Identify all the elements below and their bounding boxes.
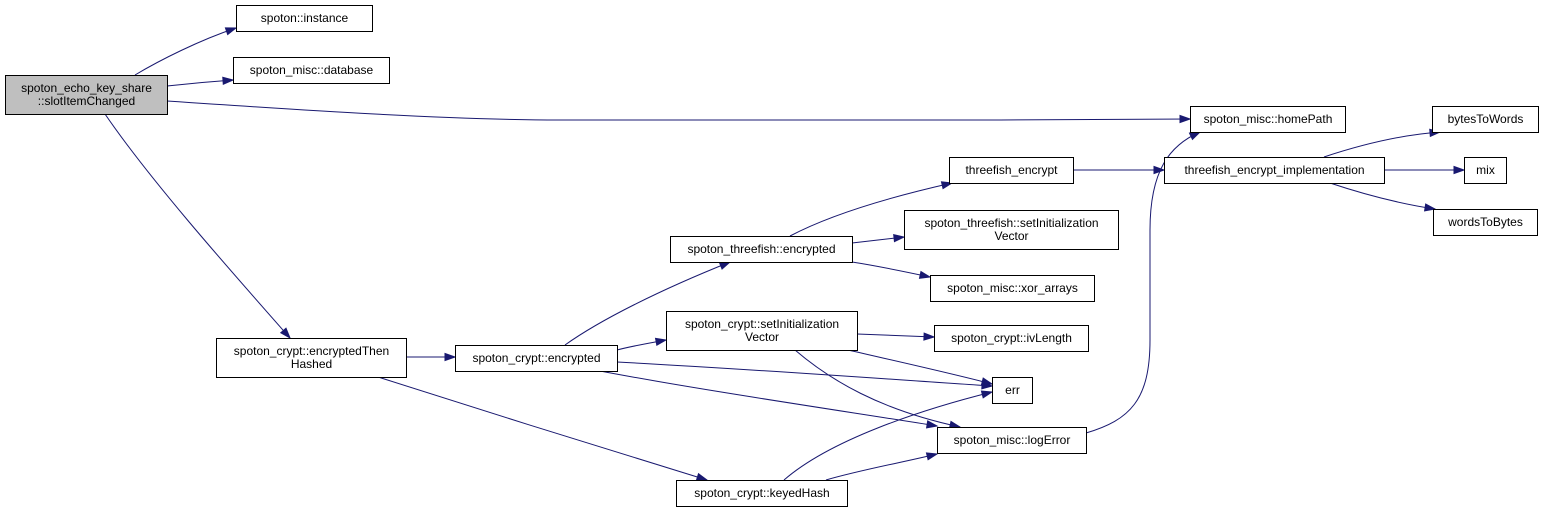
node-crypt_encrypted[interactable]: spoton_crypt::encrypted	[455, 345, 618, 372]
node-box-tf_impl[interactable]	[1164, 157, 1385, 184]
node-label-err-line-1: err	[1005, 383, 1020, 397]
node-box-encryptedThenHashed[interactable]	[216, 338, 407, 378]
node-box-bytesToWords[interactable]	[1432, 106, 1539, 133]
node-box-threefish_encrypt[interactable]	[949, 157, 1074, 184]
node-label-xor_arrays-line-1: spoton_misc::xor_arrays	[947, 281, 1078, 295]
arrowhead-keyedHash-to-logError	[925, 452, 939, 461]
node-database[interactable]: spoton_misc::database	[233, 57, 390, 84]
node-box-xor_arrays[interactable]	[930, 275, 1095, 302]
node-label-wordsToBytes-line-1: wordsToBytes	[1447, 215, 1523, 229]
node-label-tf_setIV-line-1: spoton_threefish::setInitialization	[924, 216, 1098, 230]
node-root[interactable]: spoton_echo_key_share::slotItemChanged	[5, 75, 168, 115]
arrowhead-crypt_encrypted-to-crypt_setIV	[654, 337, 668, 347]
node-logError[interactable]: spoton_misc::logError	[937, 427, 1087, 454]
arrowhead-crypt_setIV-to-ivLength	[923, 332, 936, 341]
arrowhead-keyedHash-to-err	[980, 390, 994, 399]
node-wordsToBytes[interactable]: wordsToBytes	[1433, 209, 1538, 236]
arrowhead-encryptedThenHashed-to-keyedHash	[695, 472, 709, 481]
edge-crypt_encrypted-to-tf_encrypted	[564, 261, 731, 346]
node-box-logError[interactable]	[937, 427, 1087, 454]
node-label-encryptedThenHashed-line-2: Hashed	[291, 357, 332, 371]
node-label-tf_setIV-line-2: Vector	[994, 229, 1028, 243]
node-label-crypt_setIV-line-1: spoton_crypt::setInitialization	[685, 317, 839, 331]
node-label-ivLength-line-1: spoton_crypt::ivLength	[951, 331, 1072, 345]
node-label-instance-line-1: spoton::instance	[261, 11, 349, 25]
arrowhead-tf_encrypted-to-xor_arrays	[918, 270, 932, 279]
node-box-crypt_setIV[interactable]	[666, 311, 858, 351]
node-keyedHash[interactable]: spoton_crypt::keyedHash	[676, 480, 848, 507]
arrowhead-logError-to-homePath	[1188, 131, 1202, 141]
arrowhead-tf_impl-to-mix	[1453, 165, 1466, 175]
node-tf_setIV[interactable]: spoton_threefish::setInitializationVecto…	[904, 210, 1119, 250]
arrowhead-tf_impl-to-wordsToBytes	[1423, 203, 1437, 212]
node-homePath[interactable]: spoton_misc::homePath	[1190, 106, 1346, 133]
arrowhead-threefish_encrypt-to-tf_impl	[1153, 165, 1166, 175]
edge-crypt_encrypted-to-err	[616, 361, 993, 387]
node-label-crypt_setIV-line-2: Vector	[745, 330, 779, 344]
node-tf_impl[interactable]: threefish_encrypt_implementation	[1164, 157, 1385, 184]
edge-crypt_setIV-to-logError	[794, 349, 961, 428]
node-label-homePath-line-1: spoton_misc::homePath	[1204, 112, 1333, 126]
node-xor_arrays[interactable]: spoton_misc::xor_arrays	[930, 275, 1095, 302]
node-box-mix[interactable]	[1464, 157, 1507, 184]
node-box-tf_setIV[interactable]	[904, 210, 1119, 250]
node-label-tf_impl-line-1: threefish_encrypt_implementation	[1184, 163, 1364, 177]
node-err[interactable]: err	[992, 377, 1033, 404]
node-box-tf_encrypted[interactable]	[670, 236, 853, 263]
edge-tf_impl-to-bytesToWords	[1323, 131, 1441, 158]
node-box-homePath[interactable]	[1190, 106, 1346, 133]
edge-root-to-homePath	[166, 100, 1191, 121]
edge-root-to-instance	[134, 27, 237, 76]
node-bytesToWords[interactable]: bytesToWords	[1432, 106, 1539, 133]
node-ivLength[interactable]: spoton_crypt::ivLength	[934, 325, 1089, 352]
edge-tf_impl-to-wordsToBytes	[1329, 182, 1436, 210]
node-label-keyedHash-line-1: spoton_crypt::keyedHash	[694, 486, 829, 500]
node-label-crypt_encrypted-line-1: spoton_crypt::encrypted	[472, 351, 600, 365]
edge-crypt_setIV-to-ivLength	[856, 333, 935, 338]
node-box-keyedHash[interactable]	[676, 480, 848, 507]
node-box-wordsToBytes[interactable]	[1433, 209, 1538, 236]
edge-keyedHash-to-logError	[825, 453, 938, 481]
node-tf_encrypted[interactable]: spoton_threefish::encrypted	[670, 236, 853, 263]
edge-tf_encrypted-to-xor_arrays	[851, 261, 931, 278]
edge-encryptedThenHashed-to-keyedHash	[377, 376, 708, 481]
node-box-instance[interactable]	[236, 5, 373, 32]
edge-root-to-encryptedThenHashed	[104, 113, 291, 339]
node-label-database-line-1: spoton_misc::database	[250, 63, 374, 77]
node-threefish_encrypt[interactable]: threefish_encrypt	[949, 157, 1074, 184]
node-box-ivLength[interactable]	[934, 325, 1089, 352]
node-box-database[interactable]	[233, 57, 390, 84]
node-label-logError-line-1: spoton_misc::logError	[954, 433, 1071, 447]
arrowhead-tf_encrypted-to-tf_setIV	[893, 233, 906, 243]
arrowhead-root-to-instance	[224, 27, 238, 36]
nodes-layer: spoton_echo_key_share::slotItemChangedsp…	[5, 5, 1539, 507]
edge-keyedHash-to-err	[783, 391, 993, 481]
arrowhead-root-to-encryptedThenHashed	[279, 327, 292, 340]
arrowhead-crypt_encrypted-to-tf_encrypted	[718, 261, 732, 270]
node-label-mix-line-1: mix	[1476, 163, 1495, 177]
arrowhead-root-to-database	[222, 76, 235, 85]
node-box-crypt_encrypted[interactable]	[455, 345, 618, 372]
arrowhead-crypt_encrypted-to-logError	[925, 420, 939, 429]
node-label-threefish_encrypt-line-1: threefish_encrypt	[965, 163, 1058, 177]
node-box-root[interactable]	[5, 75, 168, 115]
arrowhead-crypt_setIV-to-err	[980, 377, 994, 386]
arrowhead-root-to-homePath	[1179, 114, 1192, 124]
node-label-encryptedThenHashed-line-1: spoton_crypt::encryptedThen	[234, 344, 389, 358]
node-label-root-line-2: ::slotItemChanged	[38, 94, 135, 108]
edges-layer	[104, 27, 1466, 481]
edge-tf_encrypted-to-threefish_encrypt	[789, 182, 953, 237]
node-label-tf_encrypted-line-1: spoton_threefish::encrypted	[687, 242, 835, 256]
node-label-bytesToWords-line-1: bytesToWords	[1448, 112, 1524, 126]
edge-crypt_setIV-to-err	[847, 349, 993, 385]
node-box-err[interactable]	[992, 377, 1033, 404]
edge-logError-to-homePath	[1085, 131, 1201, 434]
node-mix[interactable]: mix	[1464, 157, 1507, 184]
arrowhead-encryptedThenHashed-to-crypt_encrypted	[444, 352, 457, 362]
node-instance[interactable]: spoton::instance	[236, 5, 373, 32]
node-label-root-line-1: spoton_echo_key_share	[21, 81, 152, 95]
